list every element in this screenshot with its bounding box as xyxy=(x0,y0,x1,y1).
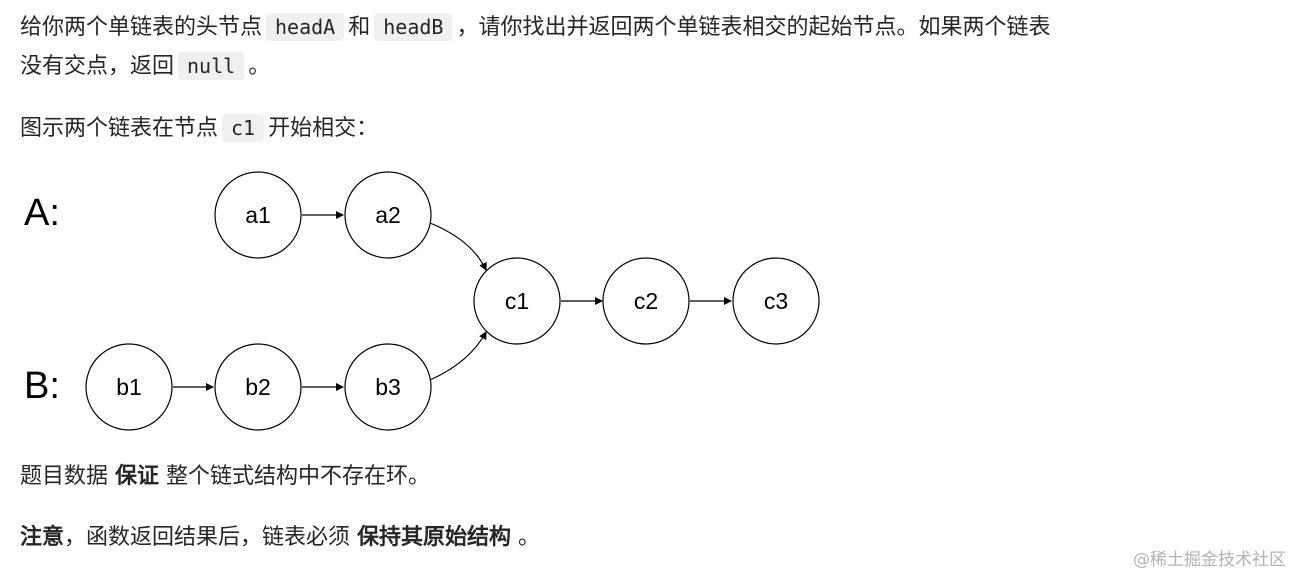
node-label: c1 xyxy=(505,288,529,314)
guarantee-emphasis: 保证 xyxy=(115,464,160,489)
guarantee-text: 整个链式结构中不存在环。 xyxy=(166,464,431,489)
code-head-a: headA xyxy=(266,13,345,41)
guarantee-text: 题目数据 xyxy=(20,464,109,489)
node-label: a2 xyxy=(375,202,401,228)
code-null: null xyxy=(178,52,245,80)
note-emphasis: 注意 xyxy=(20,525,65,550)
node-c2: c2 xyxy=(602,257,690,345)
node-label: c2 xyxy=(634,288,658,314)
node-label: b1 xyxy=(116,374,142,400)
list-a-label: A: xyxy=(24,192,60,234)
description-text: 给你两个单链表的头节点 xyxy=(20,15,263,40)
node-c3: c3 xyxy=(732,257,820,345)
watermark: @稀土掘金技术社区 xyxy=(1133,550,1286,570)
caption-text: 开始相交： xyxy=(268,116,379,141)
node-c1: c1 xyxy=(473,257,561,345)
guarantee-statement: 题目数据 保证 整个链式结构中不存在环。 xyxy=(20,458,430,496)
description-text: 没有交点，返回 xyxy=(20,54,175,79)
note-statement: 注意，函数返回结果后，链表必须 保持其原始结构 。 xyxy=(20,519,540,557)
caption-text: 图示两个链表在节点 xyxy=(20,116,219,141)
code-head-b: headB xyxy=(374,13,453,41)
edge-b3-c1 xyxy=(429,331,487,381)
node-b1: b1 xyxy=(85,343,173,431)
description-text: 和 xyxy=(348,15,371,40)
node-label: b2 xyxy=(245,374,271,400)
note-text: 。 xyxy=(518,525,541,550)
node-a2: a2 xyxy=(344,171,432,259)
node-label: b3 xyxy=(375,374,401,400)
description-text: ，请你找出并返回两个单链表相交的起始节点。如果两个链表 xyxy=(456,15,1051,40)
linked-list-diagram: A: B: a1 a2 b1 b2 b3 c1 c2 c3 xyxy=(24,171,820,431)
list-b-label: B: xyxy=(24,365,60,407)
node-b3: b3 xyxy=(344,343,432,431)
node-label: a1 xyxy=(245,202,271,228)
node-label: c3 xyxy=(764,288,788,314)
node-a1: a1 xyxy=(214,171,302,259)
description-text: 。 xyxy=(248,54,271,79)
edge-a2-c1 xyxy=(429,222,487,271)
node-b2: b2 xyxy=(214,343,302,431)
code-c1: c1 xyxy=(222,114,265,142)
note-text: ，函数返回结果后，链表必须 xyxy=(64,525,351,550)
note-emphasis: 保持其原始结构 xyxy=(357,525,512,550)
